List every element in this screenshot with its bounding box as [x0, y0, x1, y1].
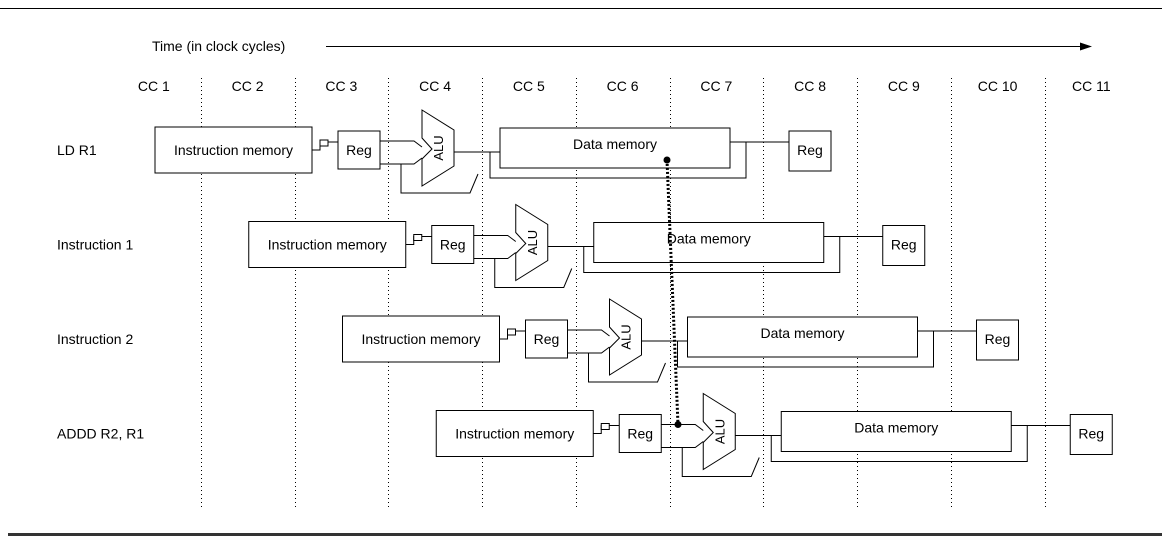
- cycle-label: CC 6: [607, 78, 639, 94]
- pipeline-wire: [661, 424, 704, 448]
- time-arrow-head: [1080, 42, 1092, 51]
- writeback-register-box: [976, 319, 1019, 361]
- register-file-box: [337, 130, 381, 170]
- pipeline-latch: [600, 423, 610, 430]
- register-file-box: [618, 414, 662, 453]
- instruction-row: ADDD R2, R1 Instruction memory Reg ALU Data …: [57, 392, 1113, 477]
- pipeline-wire: [681, 447, 760, 477]
- forwarding-line: [665, 159, 680, 425]
- cycle-label: CC 11: [1072, 78, 1111, 94]
- alu-shape: [609, 298, 642, 376]
- alu-label: ALU: [431, 135, 446, 160]
- writeback-register-label: Reg: [797, 142, 823, 158]
- data-memory-label: Data memory: [573, 136, 657, 152]
- alu-shape: [421, 109, 455, 187]
- pipeline-wire: [588, 353, 666, 383]
- cycle-label: CC 3: [325, 78, 357, 94]
- register-file-label: Reg: [346, 142, 372, 158]
- alu-label: ALU: [525, 230, 540, 255]
- instruction-row: Instruction 2 Instruction memory Reg ALU Dat…: [57, 298, 1019, 383]
- cycle-label: CC 7: [700, 78, 732, 94]
- data-memory-box: [687, 316, 918, 358]
- time-axis-label: Time (in clock cycles): [152, 38, 285, 54]
- writeback-register-box: [788, 130, 832, 172]
- forwarding-source-dot: [663, 156, 671, 164]
- forwarding-target-dot: [674, 421, 682, 428]
- pipeline-wire: [400, 164, 479, 194]
- alu-label: ALU: [712, 419, 727, 444]
- pipeline-latch: [413, 234, 423, 241]
- register-file-label: Reg: [534, 331, 560, 347]
- instruction-label: ADDD R2, R1: [57, 426, 144, 442]
- instruction-memory-box: [154, 126, 313, 174]
- data-memory-label: Data memory: [667, 231, 751, 247]
- data-memory-label: Data memory: [760, 325, 844, 341]
- writeback-register-box: [1069, 414, 1113, 455]
- instruction-label: Instruction 2: [57, 331, 133, 347]
- pipeline-wire: [677, 331, 934, 368]
- cycle-label: CC 9: [888, 78, 920, 94]
- instruction-memory-box: [342, 315, 500, 363]
- pipeline-wire: [473, 235, 517, 259]
- data-memory-label: Data memory: [854, 420, 938, 436]
- writeback-register-label: Reg: [1078, 426, 1104, 442]
- pipeline-wire: [380, 140, 423, 165]
- writeback-register-box: [882, 225, 926, 266]
- forwarding-path: [663, 156, 682, 428]
- data-memory-box: [499, 127, 731, 169]
- register-file-label: Reg: [440, 237, 466, 253]
- pipeline-wire: [583, 236, 841, 273]
- cycle-label: CC 10: [978, 78, 1018, 94]
- writeback-register-label: Reg: [891, 237, 917, 253]
- pipeline-wire: [494, 258, 573, 288]
- cycle-label: CC 4: [419, 78, 451, 94]
- instruction-memory-label: Instruction memory: [361, 331, 480, 347]
- bottom-rule: [8, 533, 1162, 536]
- writeback-register-label: Reg: [985, 331, 1011, 347]
- instruction-row: Instruction 1 Instruction memory Reg ALU Dat…: [57, 203, 926, 288]
- cycle-label: CC 1: [138, 78, 170, 94]
- data-memory-box: [780, 411, 1012, 452]
- instruction-label: Instruction 1: [57, 237, 133, 253]
- pipeline-latch: [319, 139, 329, 147]
- instruction-label: LD R1: [57, 142, 97, 158]
- instruction-memory-label: Instruction memory: [268, 237, 387, 253]
- pipeline-latch: [507, 328, 516, 336]
- data-memory-box: [593, 222, 825, 263]
- register-file-box: [431, 225, 475, 264]
- pipeline-wire: [567, 329, 610, 354]
- register-file-label: Reg: [627, 426, 653, 442]
- register-file-box: [525, 319, 568, 359]
- instruction-row: LD R1 Instruction memory Reg ALU Data memory…: [57, 109, 832, 194]
- pipeline-wire: [770, 425, 1028, 462]
- instruction-memory-box: [435, 410, 594, 457]
- instruction-memory-label: Instruction memory: [455, 426, 574, 442]
- time-axis: Time (in clock cycles): [152, 38, 1092, 54]
- cycle-label: CC 2: [232, 78, 264, 94]
- cycle-label: CC 5: [513, 78, 545, 94]
- cycle-label: CC 8: [794, 78, 826, 94]
- alu-label: ALU: [619, 324, 634, 349]
- pipeline-wire: [489, 142, 747, 179]
- cycle-labels: CC 1 CC 2 CC 3 CC 4 CC 5 CC 6 CC 7 CC 8 CC 9 CC 1…: [138, 78, 1111, 94]
- alu-shape: [702, 392, 736, 471]
- instruction-memory-label: Instruction memory: [174, 142, 293, 158]
- alu-shape: [515, 203, 549, 282]
